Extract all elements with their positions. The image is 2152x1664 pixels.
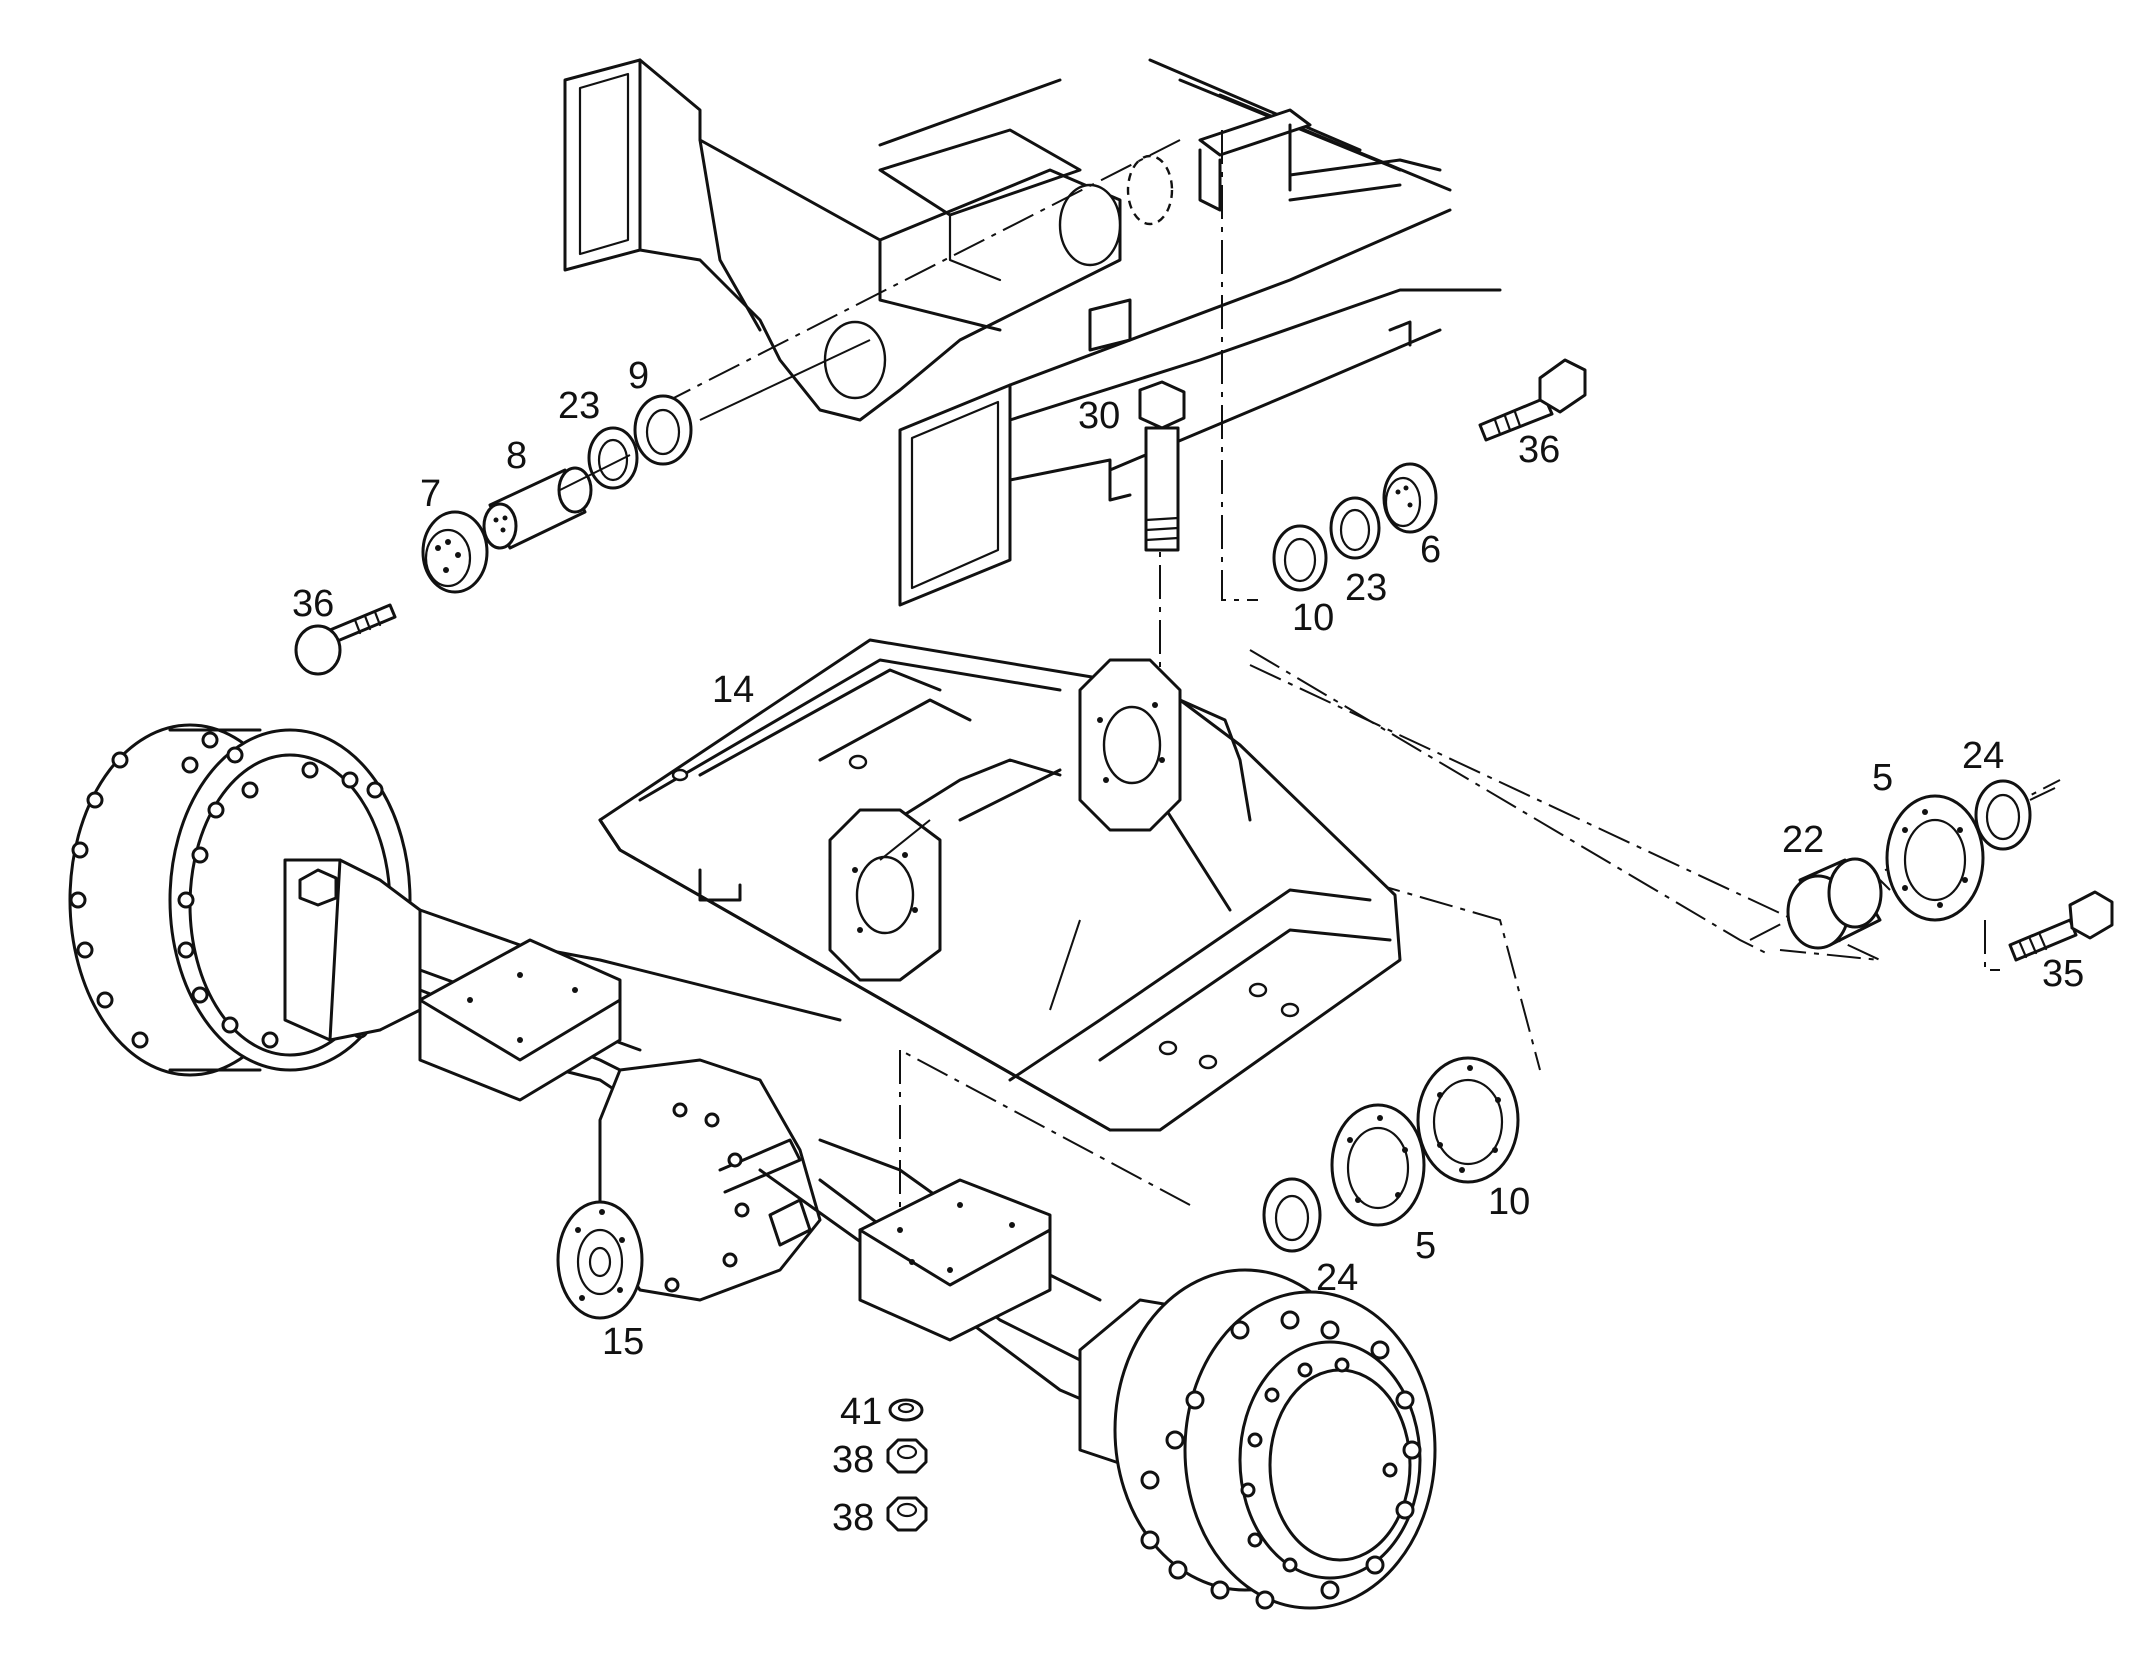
callout-23-left: 23 — [558, 385, 600, 427]
right-hub-bolts — [1140, 1310, 1422, 1610]
callout-7: 7 — [420, 473, 441, 515]
callout-24-bottom: 24 — [1316, 1257, 1358, 1299]
axle-15 — [68, 723, 1437, 1610]
callout-30: 30 — [1078, 395, 1120, 437]
callout-5-right: 5 — [1872, 757, 1893, 799]
callout-36-right: 36 — [1518, 429, 1560, 471]
lower-bearing-group — [1262, 1056, 1520, 1253]
callout-8: 8 — [506, 435, 527, 477]
left-hub-bolts — [69, 731, 384, 1049]
callout-41: 41 — [840, 1391, 882, 1433]
callout-15: 15 — [602, 1321, 644, 1363]
callout-10-bottom: 10 — [1488, 1181, 1530, 1223]
callout-35: 35 — [2042, 953, 2084, 995]
callout-36-left: 36 — [292, 583, 334, 625]
callout-10-top: 10 — [1292, 597, 1334, 639]
chassis-frame — [563, 58, 1502, 607]
right-bearing-group — [1786, 779, 2114, 962]
bolt-30 — [1138, 380, 1186, 552]
cradle-14 — [598, 638, 1402, 1132]
part-callouts: 30 9 23 8 7 36 36 6 23 10 14 22 5 24 35 … — [292, 355, 2084, 1539]
callout-23-right: 23 — [1345, 567, 1387, 609]
callout-38-lower: 38 — [832, 1497, 874, 1539]
callout-38-upper: 38 — [832, 1439, 874, 1481]
callout-9: 9 — [628, 355, 649, 397]
callout-5-bottom: 5 — [1415, 1225, 1436, 1267]
left-pin-group — [294, 394, 693, 676]
right-pin-group — [1272, 358, 1587, 592]
callout-24-right: 24 — [1962, 735, 2004, 777]
callout-14: 14 — [712, 669, 754, 711]
callout-6: 6 — [1420, 529, 1441, 571]
leader-lines — [559, 339, 1081, 1011]
callout-22: 22 — [1782, 819, 1824, 861]
